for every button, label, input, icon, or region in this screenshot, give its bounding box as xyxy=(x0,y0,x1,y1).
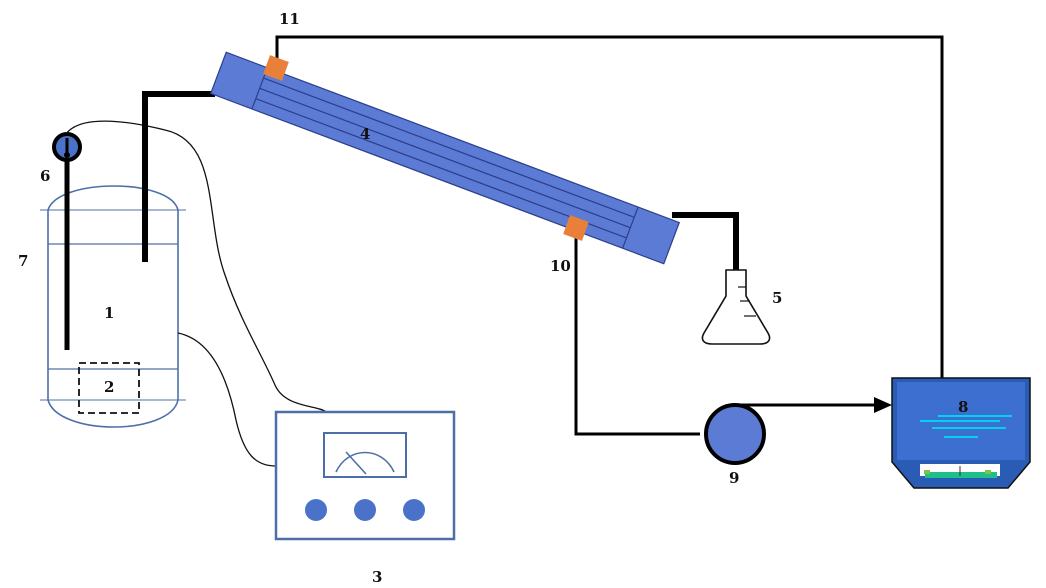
distillate-pipe xyxy=(672,212,739,272)
bath-arrow-icon xyxy=(874,397,892,413)
controller-knob-icon xyxy=(403,499,425,521)
label-pump: 9 xyxy=(729,469,739,487)
label-bath: 8 xyxy=(958,398,968,416)
label-outlet: 11 xyxy=(279,10,300,28)
controller-knob-icon xyxy=(354,499,376,521)
label-flask: 5 xyxy=(772,289,782,307)
cooling-inlet-line xyxy=(574,238,700,436)
label-inlet: 10 xyxy=(550,257,571,275)
label-heater: 2 xyxy=(104,378,114,396)
label-controller: 3 xyxy=(372,568,382,586)
temperature-controller xyxy=(274,410,456,541)
condenser xyxy=(209,51,681,265)
outlet-port xyxy=(263,55,289,81)
label-thermometer: 6 xyxy=(40,167,50,185)
vapor-pipe xyxy=(142,91,215,262)
label-condenser: 4 xyxy=(360,125,370,143)
thermometer-wire xyxy=(65,120,327,413)
meter-needle-icon xyxy=(345,451,367,475)
cooling-return-line xyxy=(275,35,944,403)
label-reactor: 1 xyxy=(104,304,114,322)
inlet-port xyxy=(563,215,589,241)
collection-flask xyxy=(701,269,771,345)
label-vessel: 7 xyxy=(18,252,28,270)
thermometer xyxy=(52,132,82,350)
cooling-bath xyxy=(891,377,1031,489)
controller-knob-icon xyxy=(305,499,327,521)
heater-wire xyxy=(177,332,277,467)
reactor-vessel xyxy=(40,185,186,428)
pump xyxy=(704,403,766,465)
